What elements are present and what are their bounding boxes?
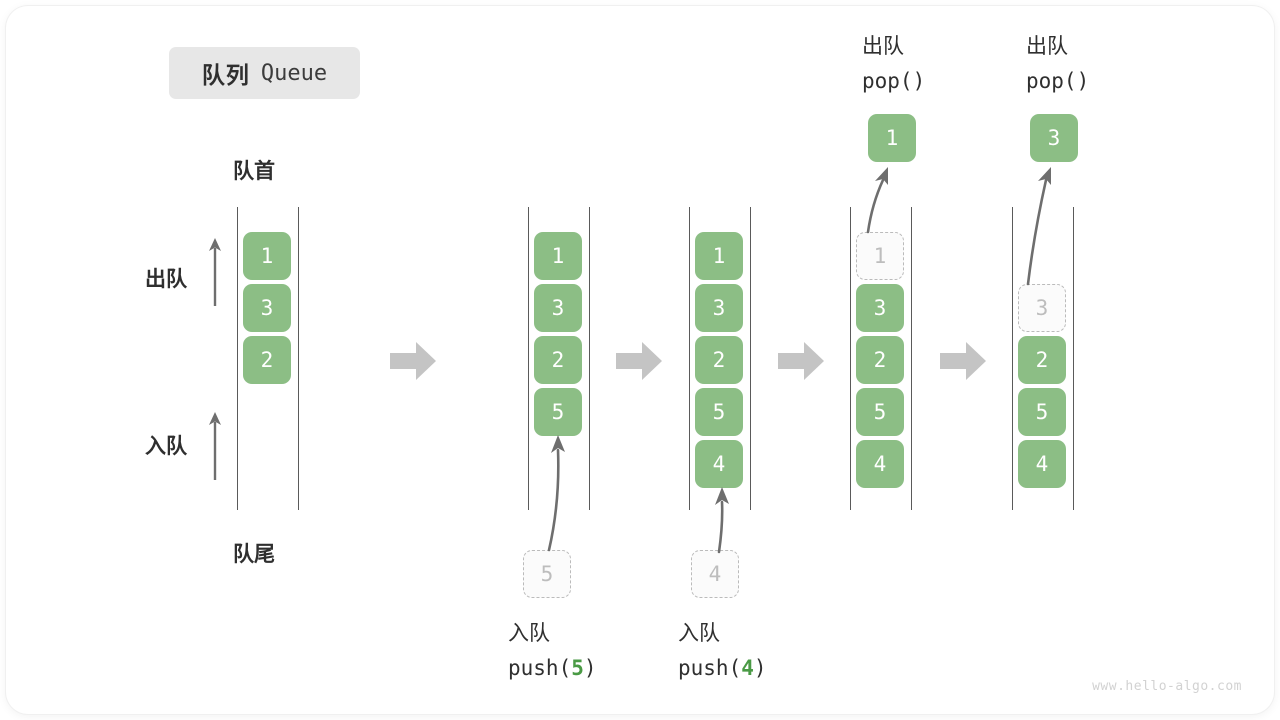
title-badge: 队列 Queue xyxy=(169,47,360,99)
queue-cell: 1 xyxy=(534,232,582,280)
step-arrow-icon xyxy=(616,342,662,380)
step-arrow-icon xyxy=(390,342,436,380)
queue-column-pop-1: 1 3 2 5 4 xyxy=(850,207,912,510)
pop-caption-1-code: pop() xyxy=(862,69,926,93)
queue-cell: 4 xyxy=(856,440,904,488)
label-queue-head: 队首 xyxy=(233,160,275,183)
step-arrow-icon xyxy=(778,342,824,380)
queue-cell: 5 xyxy=(1018,388,1066,436)
push-caption-5: 入队 push(5) xyxy=(508,617,597,685)
rail-left xyxy=(237,207,238,510)
rail-right xyxy=(911,207,912,510)
push-caption-5-cn: 入队 xyxy=(508,622,550,645)
pop-caption-1: 出队 pop() xyxy=(862,30,925,98)
rail-left xyxy=(528,207,529,510)
push-ghost-cell-5: 5 xyxy=(523,550,571,598)
queue-cell: 3 xyxy=(243,284,291,332)
queue-cell: 2 xyxy=(695,336,743,384)
label-dequeue-direction: 出队 xyxy=(145,268,187,291)
label-queue-tail: 队尾 xyxy=(233,543,275,566)
queue-cell: 1 xyxy=(695,232,743,280)
rail-right xyxy=(1073,207,1074,510)
push-ghost-cell-4: 4 xyxy=(691,550,739,598)
title-chinese: 队列 xyxy=(201,62,250,88)
queue-cell: 2 xyxy=(1018,336,1066,384)
pop-caption-3-code: pop() xyxy=(1026,69,1090,93)
rail-left xyxy=(850,207,851,510)
queue-cell-ghost: 1 xyxy=(856,232,904,280)
pop-caption-3: 出队 pop() xyxy=(1026,30,1089,98)
rail-right xyxy=(298,207,299,510)
pop-caption-1-cn: 出队 xyxy=(862,35,904,58)
queue-cell: 2 xyxy=(243,336,291,384)
watermark: www.hello-algo.com xyxy=(1092,679,1242,694)
enqueue-direction-arrow-icon xyxy=(209,412,221,480)
push-caption-4-code: push(4) xyxy=(678,656,767,680)
dequeue-direction-arrow-icon xyxy=(209,238,221,306)
label-enqueue-direction: 入队 xyxy=(145,435,187,458)
queue-cell: 4 xyxy=(695,440,743,488)
queue-column-pop-3: 3 2 5 4 xyxy=(1012,207,1074,510)
popped-cell-1: 1 xyxy=(868,114,916,162)
queue-cell: 5 xyxy=(856,388,904,436)
queue-cell: 4 xyxy=(1018,440,1066,488)
rail-left xyxy=(689,207,690,510)
step-arrow-icon xyxy=(940,342,986,380)
rail-right xyxy=(589,207,590,510)
popped-cell-3: 3 xyxy=(1030,114,1078,162)
push-caption-5-code: push(5) xyxy=(508,656,597,680)
pop-caption-3-cn: 出队 xyxy=(1026,35,1068,58)
queue-cell: 1 xyxy=(243,232,291,280)
queue-cell: 3 xyxy=(695,284,743,332)
queue-column-after-push-4: 1 3 2 5 4 xyxy=(689,207,751,510)
queue-cell: 2 xyxy=(856,336,904,384)
queue-column-after-push-5: 1 3 2 5 xyxy=(528,207,590,510)
push-caption-4-cn: 入队 xyxy=(678,622,720,645)
queue-cell-ghost: 3 xyxy=(1018,284,1066,332)
rail-left xyxy=(1012,207,1013,510)
queue-cell: 2 xyxy=(534,336,582,384)
push-caption-4: 入队 push(4) xyxy=(678,617,767,685)
queue-column-initial: 1 3 2 xyxy=(237,207,299,510)
rail-right xyxy=(750,207,751,510)
queue-cell: 3 xyxy=(534,284,582,332)
queue-cell: 3 xyxy=(856,284,904,332)
queue-cell: 5 xyxy=(534,388,582,436)
queue-cell: 5 xyxy=(695,388,743,436)
title-english: Queue xyxy=(260,60,328,86)
